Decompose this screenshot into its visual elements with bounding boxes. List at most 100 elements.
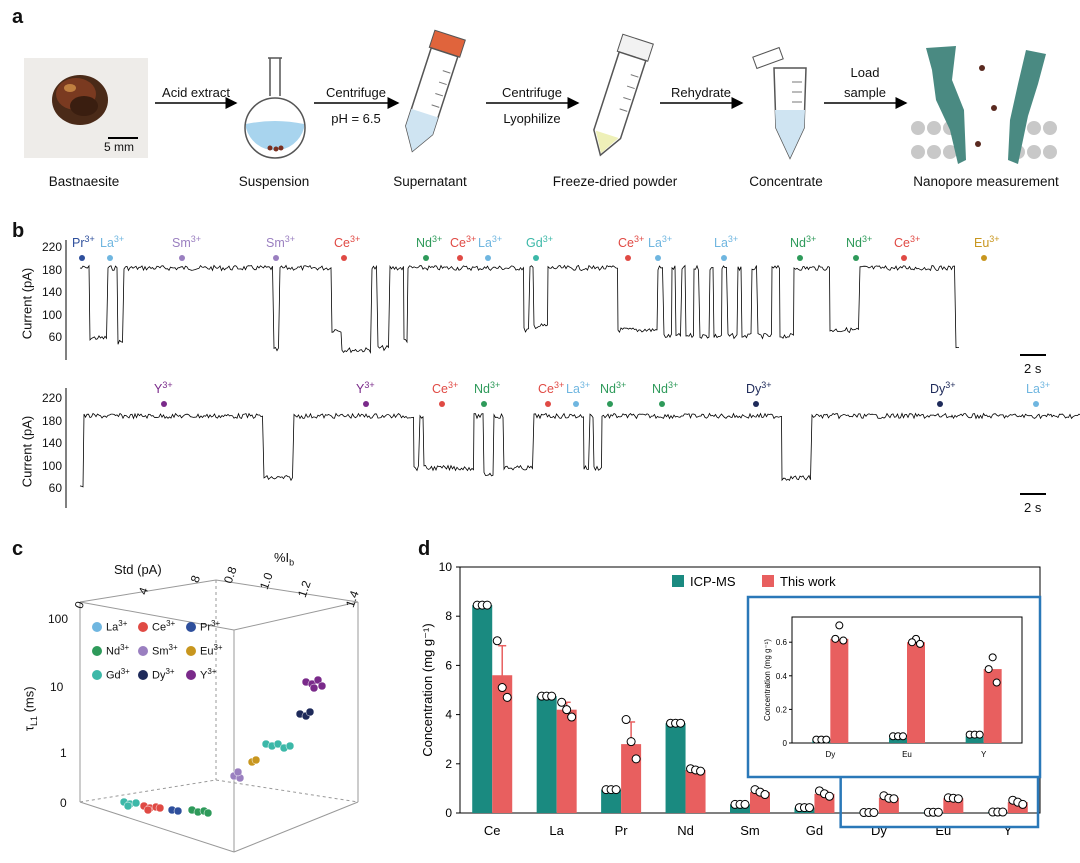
bar [601,789,622,813]
ion-event-dot [161,401,167,407]
eppendorf-tube-icon [752,46,807,160]
step-5-label: Load [850,65,880,80]
current-trace [79,264,959,354]
inset-x-tick-label: Y [981,750,987,759]
y-tick-label: 6 [445,658,452,672]
replicate-point [567,712,577,722]
scatter-point [313,675,323,685]
bar [685,769,706,813]
inset-point [984,665,993,674]
replicate-point [953,794,963,804]
ion-event-dot [981,255,987,261]
step-2-label: Centrifuge [326,85,386,100]
inset-point [831,634,840,643]
inset-y-tick-label: 0 [783,739,788,748]
stage-nanopore: Nanopore measurement [913,174,1059,189]
replicate-point [869,808,879,818]
panel-d-letter: d [418,538,431,560]
ion-event-dot [363,401,369,407]
ion-event-dot [753,401,759,407]
inset-point [835,621,844,630]
cube-edge [79,801,235,853]
row1-ylabel: Current (pA) [19,267,35,340]
stage-suspension: Suspension [238,174,310,189]
x-tick-label: Eu [935,823,951,838]
y-tick-label: 220 [41,391,62,405]
ion-label: Y3+ [356,380,375,397]
ion-event-dot [533,255,539,261]
stage-bastnaesite: Bastnaesite [48,174,120,189]
bar [536,696,557,813]
x-tick-label: Pr [615,823,629,838]
bar [472,605,493,813]
ion-event-dot [457,255,463,261]
flask-icon [244,57,306,159]
y-tick-label: 140 [41,436,62,450]
y-tick-label: 180 [41,262,62,277]
panel-b-letter: b [12,220,25,242]
ion-label: La3+ [714,234,739,251]
panel-c-letter: c [12,538,24,560]
y-tick-label: 0 [445,806,452,820]
x-tick-label: Gd [806,823,823,838]
step-1-label: Acid extract [162,85,230,100]
panel-a-letter: a [12,6,24,28]
tau-tick-label: 1 [60,746,67,760]
ion-label: Gd3+ [526,234,553,251]
replicate-point [562,705,572,715]
ion-label: Pr3+ [72,234,95,251]
replicate-point [696,766,706,776]
replicate-point [740,799,750,809]
row2-ylabel: Current (pA) [19,415,35,488]
x-tick-label: La [549,823,564,838]
freeze-dried-tube-icon [593,33,654,157]
ion-event-dot [655,255,661,261]
scatter-point [233,767,243,777]
y-tick-label: 8 [445,609,452,623]
process-arrows [155,97,908,109]
ion-event-dot [79,255,85,261]
stage-concentrate: Concentrate [749,174,823,189]
legend-swatch [762,575,774,587]
ion-label: Ce3+ [618,234,645,251]
inset-point [988,653,997,662]
y-tick-label: 60 [48,481,62,495]
stage-supernatant: Supernatant [393,174,467,189]
replicate-point [497,683,507,693]
legend-marker [138,622,148,632]
legend-label: This work [780,574,836,589]
inset-x-tick-label: Eu [902,750,912,759]
ion-label: Dy3+ [930,380,956,397]
replicate-point [760,790,770,800]
time-scale-bar-1 [1020,354,1046,356]
legend-marker [92,670,102,680]
ion-label: Ce3+ [334,234,361,251]
current-trace-row2 [65,388,1080,508]
scatter-point [305,707,315,717]
legend-label: Eu3+ [200,643,223,658]
axis-tau-title: τL1 (ms) [21,686,40,732]
replicate-point [676,718,686,728]
current-trace [79,412,1080,488]
ion-label: Ce3+ [432,380,459,397]
replicate-point [502,692,512,702]
ion-label: Nd3+ [846,234,873,251]
ion-label: Sm3+ [266,234,296,251]
legend-marker [92,622,102,632]
y-tick-label: 10 [439,560,453,574]
step-3-sublabel: Lyophilize [503,111,561,126]
inset-bar [830,638,849,743]
ion-label: La3+ [566,380,591,397]
scatter-point [143,805,153,815]
ion-event-dot [439,401,445,407]
cube-edge [79,601,235,631]
ion-label: Nd3+ [600,380,627,397]
ion-label: Y3+ [154,380,173,397]
cube-edge [215,779,359,803]
inset-point [975,730,984,739]
step-5-sublabel: sample [844,85,886,100]
centrifuge-tube-icon [405,29,466,153]
inset-point [916,639,924,648]
replicate-point [998,807,1008,817]
